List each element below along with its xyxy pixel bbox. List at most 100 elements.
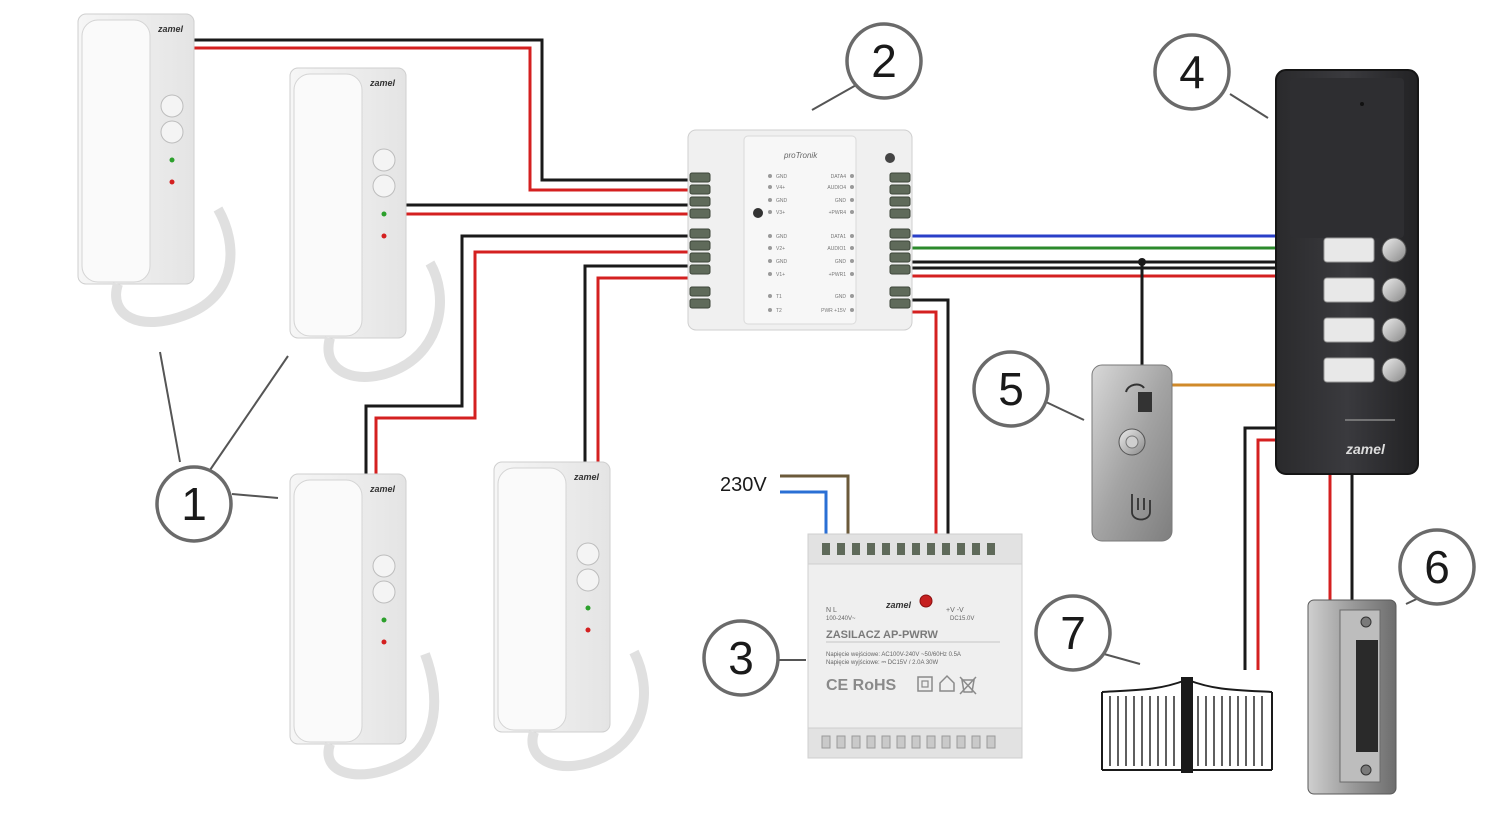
terminal-screw [689,208,711,219]
terminal-screw [889,298,911,309]
terminal-slot [941,735,951,749]
indoor-use-icon [939,674,955,692]
call-button[interactable] [1381,237,1407,263]
callout-7-label: 7 [1060,607,1086,659]
psu-marks: CE RoHS [826,677,897,694]
pin-led [850,308,854,312]
pin-led [768,272,772,276]
terminal-screw [689,286,711,297]
call-button[interactable] [1381,317,1407,343]
electric-strike-lock [1307,599,1397,795]
distributor-pin-label: V2+ [776,246,785,252]
name-card [1323,237,1375,263]
wire-handset-1-black [192,38,690,182]
terminal-slot [926,735,936,749]
wire-psu-black [912,298,950,534]
terminal-slot [851,735,861,749]
distributor-pin-label: T1 [776,294,782,300]
pin-led [850,234,854,238]
psu-input-range: 100-240V~ [826,616,856,622]
distributor-pin-label: GND [776,174,788,180]
pin-led [768,308,772,312]
handset-brand: zamel [573,472,600,482]
terminal-screw [852,543,860,555]
terminal-screw [972,543,980,555]
pin-led [850,174,854,178]
press-hand-icon [1131,494,1151,521]
pin-led [768,185,772,189]
name-card [1323,277,1375,303]
wiring [192,38,1354,670]
terminal-screw [987,543,995,555]
terminal-screw [897,543,905,555]
distributor-pin-label: GND [776,259,788,265]
wire-gate-red [1256,438,1280,670]
power-supply: N L 100-240V~ zamel +V -V DC15.0V ZASILA… [807,533,1023,759]
pin-led [768,294,772,298]
terminal-screw [822,543,830,555]
terminal-screw [889,172,911,183]
terminal-screw [889,208,911,219]
weee-bin-icon [959,676,977,695]
handset-3: zamel [289,473,440,780]
pin-led [768,174,772,178]
terminal-screw [889,240,911,251]
psu-bottom-terminals [821,735,996,749]
terminal-screw [689,240,711,251]
distributor-brand: proTronik [783,151,818,160]
wire-handset-4-red [596,276,690,462]
terminal-screw [689,196,711,207]
handset-2: zamel [289,67,445,382]
callout-5-label: 5 [998,363,1024,415]
wire-psu-red [912,310,938,534]
distributor-pin-label: GND [776,234,788,240]
exit-button [1091,364,1173,542]
distributor-pin-label: DATA4 [831,174,847,180]
panel-brand: zamel [1345,441,1386,457]
terminal-screw [689,264,711,275]
handset-4: zamel [493,461,649,771]
callout-3: 3 [702,619,780,697]
callout-6-label: 6 [1424,541,1450,593]
psu-input-terminals: N L [826,607,837,614]
psu-output-terminals: +V -V [946,607,964,614]
terminal-screw [867,543,875,555]
terminal-screw [942,543,950,555]
terminal-screw [957,543,965,555]
pin-led [850,246,854,250]
terminal-screw [889,184,911,195]
terminal-screw [689,298,711,309]
distributor-pin-label: +PWR4 [829,210,847,216]
psu-spec-input: Napięcie wejściowe: AC100V-240V ~50/60Hz… [826,652,961,658]
pin-led [850,259,854,263]
wire-mains-blue [780,490,828,534]
call-button[interactable] [1381,357,1407,383]
callout-6: 6 [1398,528,1476,606]
double-insulation-icon [917,676,933,692]
distributor-pin-label: V4+ [776,185,785,191]
panel-call-buttons [1323,237,1407,383]
call-button[interactable] [1381,277,1407,303]
name-card [1323,317,1375,343]
terminal-screw [889,264,911,275]
pin-led [850,294,854,298]
psu-led [919,594,933,608]
wire-gate-black [1243,426,1280,670]
callout-4-label: 4 [1179,46,1205,98]
pin-led [768,210,772,214]
callout-1-label: 1 [181,478,207,530]
callout-3-label: 3 [728,632,754,684]
callout-4: 4 [1153,33,1231,111]
exit-door-icon [1125,383,1145,393]
psu-output-range: DC15.0V [950,616,974,622]
callout-1: 1 [155,465,233,543]
terminal-screw [837,543,845,555]
pin-led [850,272,854,276]
handset-brand: zamel [157,24,184,34]
terminal-screw [689,184,711,195]
pin-led [768,198,772,202]
wire-handset-3-red [374,250,690,474]
pin-led [850,210,854,214]
